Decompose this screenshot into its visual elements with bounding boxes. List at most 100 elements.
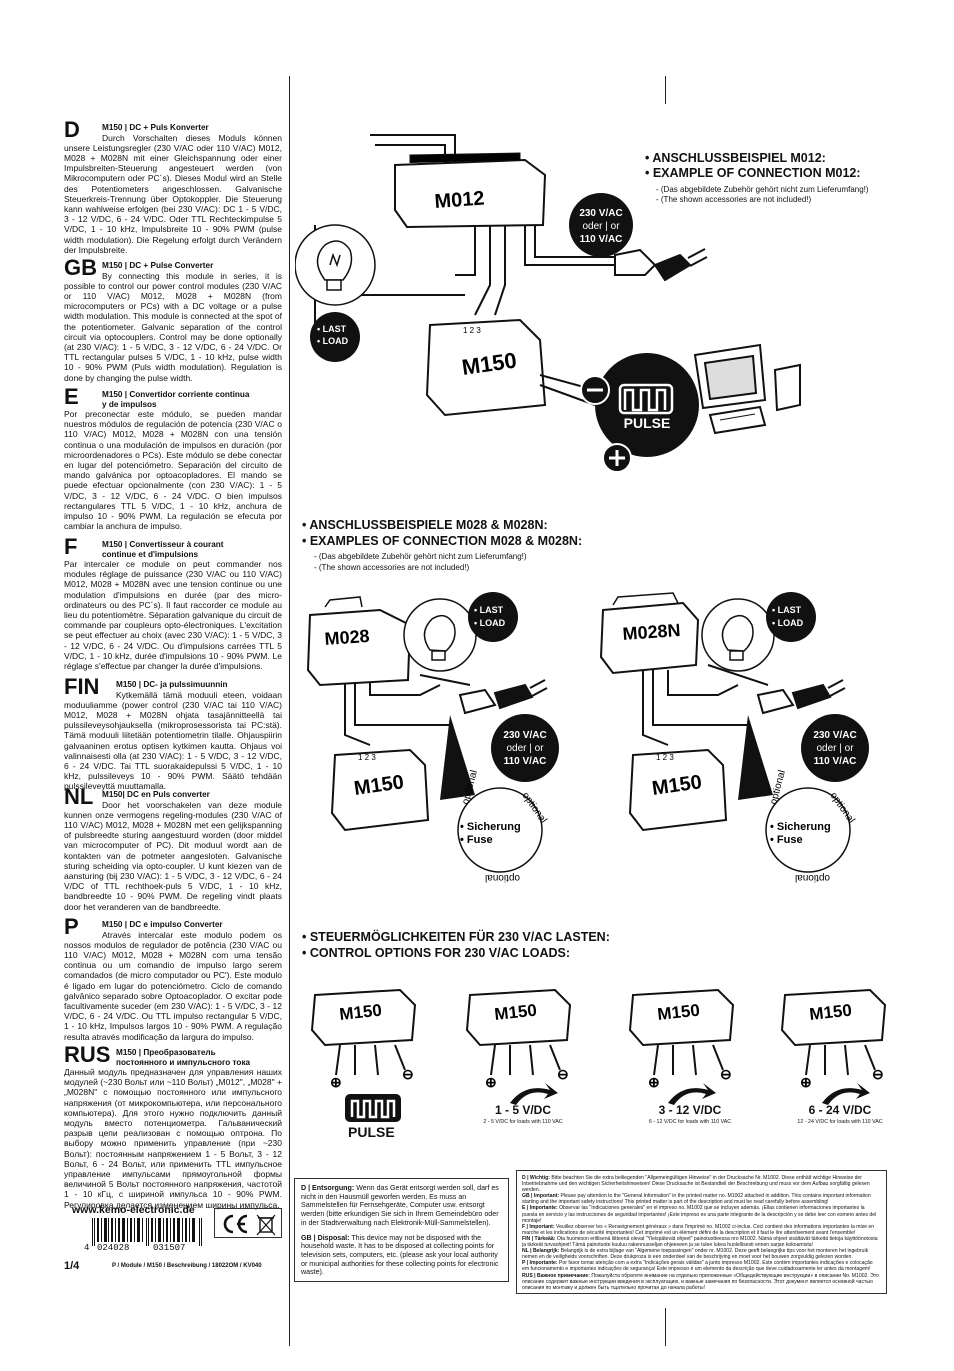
- notice-text: Please pay attention to the "General Inf…: [522, 1193, 871, 1206]
- separator-line: [289, 76, 290, 1346]
- control-sub-1: 2 - 5 V/DC for loads with 110 VAC: [483, 1119, 563, 1125]
- barcode: [92, 1218, 204, 1246]
- m150-module: [628, 748, 728, 832]
- disposal-text-gb: This device may not be disposed with the…: [301, 1233, 499, 1277]
- separator-line: [665, 1308, 666, 1346]
- m150-module: M150 ⊕ ⊖: [628, 988, 735, 1090]
- lang-code: D: [64, 117, 80, 142]
- notice-label: FIN | Tärkeää:: [522, 1235, 556, 1242]
- m028n-module: [599, 601, 700, 675]
- ce-weee-icon: [223, 1214, 276, 1236]
- lang-text: Door het voorschakelen van deze module k…: [64, 799, 282, 912]
- minus-icon: ⊖: [720, 1066, 732, 1082]
- lang-text: Durch Vorschalten dieses Moduls können u…: [64, 132, 282, 255]
- curved-arrow-icon: [510, 1083, 558, 1105]
- lang-block-f: F M150 | Convertisseur à courant continu…: [64, 536, 282, 672]
- notice-label: E | Importante:: [522, 1205, 558, 1212]
- m150-module: [330, 748, 430, 832]
- lang-code: RUS: [64, 1042, 111, 1067]
- separator-line: [665, 76, 666, 104]
- control-options-diagram: M150 ⊕ ⊖ M150 ⊕ ⊖ M150 ⊕ ⊖ M150 ⊕ ⊖: [310, 988, 887, 1105]
- lang-code: NL: [64, 784, 94, 809]
- disposal-label-gb: GB | Disposal:: [301, 1233, 350, 1242]
- control-range-1: 1 - 5 V/DC: [494, 1103, 551, 1117]
- power-plug-icon: [614, 248, 708, 282]
- control-range-3: 6 - 24 V/DC: [808, 1103, 872, 1117]
- fuse-label: • Fuse: [460, 834, 493, 846]
- lang-title-2: постоянного и импульсного тока: [116, 1057, 251, 1067]
- light-bulb-icon: [316, 240, 353, 291]
- lang-block-rus: RUS M150 | Преобразователь постоянного и…: [64, 1044, 282, 1210]
- heading-m028-de: • ANSCHLUSSBEISPIELE M028 & M028N:: [302, 518, 548, 532]
- m028-connection-diagram: M028 • LAST • LOAD 230 V/AC oder | or 11…: [306, 592, 559, 883]
- heading-m012-de: • ANSCHLUSSBEISPIEL M012:: [645, 151, 826, 165]
- doc-reference: P / Module / M150 / Beschreibung / 18022…: [112, 1263, 262, 1269]
- plus-icon: ⊕: [648, 1074, 660, 1090]
- notice-text: Belangrijk is de extra bijlage van "Alge…: [522, 1248, 869, 1261]
- pulse-option-icon: [345, 1094, 401, 1122]
- m150-label: M150: [493, 1001, 537, 1024]
- lang-block-d: D M150 | DC + Puls Konverter Durch Vorsc…: [64, 119, 282, 255]
- heading-m012-en: • EXAMPLE OF CONNECTION M012:: [645, 166, 861, 180]
- plus-icon: ⊕: [800, 1074, 812, 1090]
- voltage-or-label: oder | or: [506, 743, 544, 754]
- last-label: • LAST: [474, 605, 504, 615]
- lang-code: GB: [64, 255, 97, 280]
- curved-arrow-icon: [668, 1083, 716, 1105]
- voltage-230-label: 230 V/AC: [813, 730, 856, 741]
- plus-icon: ⊕: [330, 1074, 342, 1090]
- notice-label: GB | Important:: [522, 1193, 560, 1200]
- pulse-option-label: PULSE: [348, 1124, 395, 1140]
- lang-text: Kytkemällä tämä moduuli eteen, voidaan m…: [64, 689, 282, 792]
- lang-title: M150 | DC- ja pulssimuunnin: [116, 680, 228, 689]
- notice-text: Ota huomioon erillisenä liitteenä olevat…: [522, 1235, 878, 1249]
- lang-block-gb: GB M150 | DC + Pulse Converter By connec…: [64, 257, 282, 383]
- m012-connection-diagram: M012 230 V/AC oder | or 110 V/AC • LAST …: [295, 134, 801, 473]
- light-bulb-icon: [721, 614, 754, 661]
- voltage-230-label: 230 V/AC: [503, 730, 546, 741]
- lang-title: M150 | DC e impulso Converter: [102, 920, 223, 929]
- computer-icon: [693, 343, 801, 435]
- lang-code: P: [64, 914, 79, 939]
- lang-block-p: P M150 | DC e impulso Converter Através …: [64, 916, 282, 1042]
- heading-m028-en: • EXAMPLES OF CONNECTION M028 & M028N:: [302, 534, 583, 548]
- control-sub-2: 6 - 12 V/DC for loads with 110 VAC: [648, 1119, 732, 1125]
- website-link[interactable]: www.kemo-electronic.de: [72, 1204, 195, 1216]
- notice-text: Por favor tomar atenção com a extra "Ind…: [522, 1260, 873, 1273]
- page-number: 1/4: [64, 1260, 80, 1272]
- pin-numbers: 1 2 3: [656, 753, 674, 762]
- barcode-digits-mid: 024028: [97, 1243, 130, 1253]
- notice-label: NL | Belangrijk:: [522, 1248, 560, 1255]
- m150-module: M150 ⊕ ⊖: [465, 988, 572, 1090]
- sicherung-label: • Sicherung: [460, 821, 521, 833]
- disposal-label-d: D | Entsorgung:: [301, 1184, 355, 1192]
- lang-title: M150 | Преобразователь: [116, 1048, 216, 1057]
- power-plug-icon: [756, 679, 846, 715]
- lang-block-e: E M150 | Convertidor corriente continua …: [64, 386, 282, 532]
- disposal-text-d: Wenn das Gerät entsorgt werden soll, dar…: [301, 1184, 499, 1227]
- m150-label: M150: [338, 1001, 382, 1024]
- minus-icon: ⊖: [872, 1066, 884, 1082]
- last-label: • LAST: [317, 324, 347, 334]
- lang-title: M150 | DC + Puls Konverter: [102, 123, 209, 132]
- note-m028-en: - (The shown accessories are not include…: [314, 563, 470, 572]
- voltage-110-label: 110 V/AC: [814, 756, 857, 767]
- note-m028-de: - (Das abgebildete Zubehör gehört nicht …: [314, 552, 527, 561]
- optional-label: optional: [795, 872, 830, 883]
- minus-icon: ⊖: [402, 1066, 414, 1082]
- notice-text: Observar las "Indicaciones generales" en…: [522, 1205, 877, 1224]
- control-range-2: 3 - 12 V/DC: [658, 1103, 722, 1117]
- barcode-digits-right: 031507: [153, 1243, 186, 1253]
- disposal-box: D | Entsorgung: Wenn das Gerät entsorgt …: [294, 1178, 509, 1282]
- notice-label: F | Important:: [522, 1223, 555, 1230]
- notice-label: RUS | Важное примечание:: [522, 1272, 590, 1279]
- notice-text: Veuillez observer les « Renseignement gé…: [522, 1223, 875, 1236]
- m150-label: M150: [656, 1001, 700, 1024]
- lang-title: M150 | Convertidor corriente continua: [102, 390, 250, 399]
- voltage-110-label: 110 V/AC: [504, 756, 547, 767]
- m028n-label: M028N: [622, 620, 681, 644]
- m012-label: M012: [434, 188, 485, 213]
- m028-label: M028: [324, 626, 370, 649]
- notice-label: P | Importante:: [522, 1260, 558, 1267]
- barcode-digit-left: 4: [84, 1243, 90, 1253]
